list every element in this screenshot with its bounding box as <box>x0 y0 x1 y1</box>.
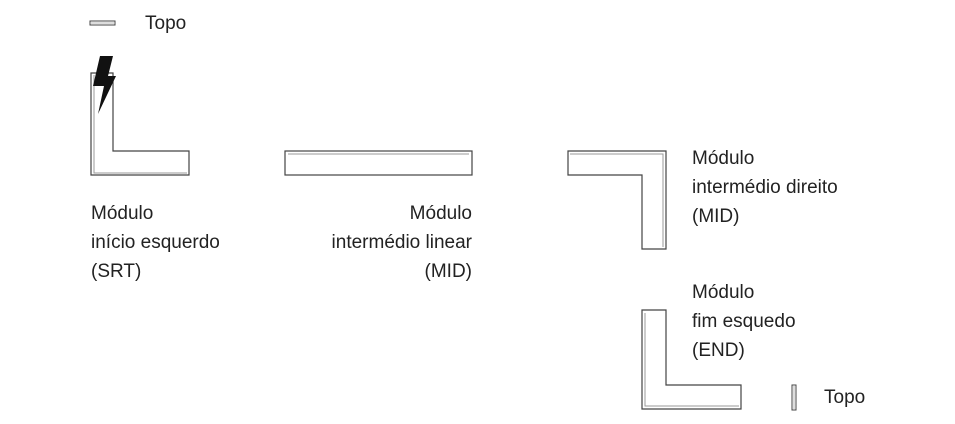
module-mid-right-line2: intermédio direito <box>692 177 838 198</box>
module-srt-line3: (SRT) <box>91 261 142 282</box>
module-end-line3: (END) <box>692 340 745 361</box>
module-srt-shape <box>90 72 190 176</box>
lightning-bolt-icon <box>93 56 116 114</box>
module-mid-linear-shape <box>284 150 473 176</box>
module-mid-linear-line2: intermédio linear <box>331 232 472 253</box>
legend-top-swatch <box>89 20 116 26</box>
module-mid-linear-line1: Módulo <box>409 203 472 224</box>
module-srt-label: Módulo início esquerdo (SRT) <box>91 199 220 286</box>
module-mid-right-line3: (MID) <box>692 206 740 227</box>
legend-bottom-swatch <box>791 384 797 411</box>
module-end-line1: Módulo <box>692 282 755 303</box>
module-srt-line1: Módulo <box>91 203 154 224</box>
legend-bottom-label: Topo <box>824 387 866 408</box>
module-mid-linear-line3: (MID) <box>424 261 472 282</box>
module-end-shape <box>641 309 742 410</box>
module-end-label: Módulo fim esquedo (END) <box>692 278 796 365</box>
legend-top-label: Topo <box>145 13 187 34</box>
module-end-line2: fim esquedo <box>692 311 796 332</box>
module-srt-line2: início esquerdo <box>91 232 220 253</box>
module-mid-right-label: Módulo intermédio direito (MID) <box>692 144 838 231</box>
module-mid-right-shape <box>567 150 667 250</box>
module-mid-linear-label: Módulo intermédio linear (MID) <box>332 199 472 286</box>
module-mid-right-line1: Módulo <box>692 148 755 169</box>
